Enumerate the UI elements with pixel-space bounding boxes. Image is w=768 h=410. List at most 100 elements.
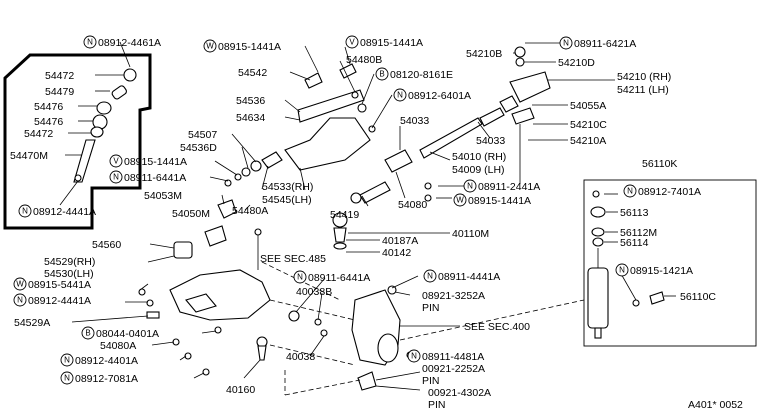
part-label: 54009 (LH)	[452, 164, 505, 176]
part-label: 56110C	[680, 291, 716, 303]
part-label: 08915-5441A	[28, 279, 91, 291]
part-label: 54533(RH)	[262, 181, 313, 193]
symbol-n: N	[467, 182, 473, 191]
symbol-n: N	[64, 374, 70, 383]
diagram-code: A401* 0052	[688, 399, 743, 410]
symbol-b: B	[85, 329, 90, 338]
symbol-n: N	[619, 266, 625, 275]
part-label: 54476	[34, 101, 63, 113]
inset-frame	[3, 53, 152, 230]
part-label: 54479	[45, 86, 74, 98]
part-label: 54210 (RH)	[617, 71, 671, 83]
part-label: 54419	[330, 209, 359, 221]
symbol-v: V	[113, 157, 119, 166]
part-label: 08911-6441A	[308, 272, 370, 284]
part-labels: 08912-4461A 54472 54479 54476 54476 5447…	[10, 37, 743, 410]
part-label: 08915-1421A	[630, 265, 693, 277]
part-label: 40038	[286, 351, 315, 363]
part-label: 54480B	[346, 54, 382, 66]
prefix-symbols: N N W V B N N V N N W N N W N B N N N N …	[13, 35, 637, 385]
ball-joint	[332, 212, 348, 250]
symbol-n: N	[563, 39, 569, 48]
tension-rod-assembly	[350, 46, 551, 204]
part-label: 54050M	[172, 208, 210, 220]
symbol-b: B	[379, 70, 384, 79]
symbol-n: N	[627, 187, 633, 196]
part-label: SEE SEC.400	[464, 321, 530, 333]
part-label: 08912-7401A	[638, 186, 701, 198]
shock-absorber	[587, 190, 665, 339]
part-label: 08120-8161E	[390, 69, 453, 81]
symbol-n: N	[113, 173, 119, 182]
part-label: 54470M	[10, 150, 48, 162]
part-label: 08915-1441A	[360, 37, 423, 49]
part-label: 08911-2441A	[478, 181, 540, 193]
part-label: 08912-4461A	[98, 37, 161, 49]
part-label: 54634	[236, 112, 265, 124]
bushing-stack	[73, 68, 137, 183]
symbol-n: N	[427, 272, 433, 281]
part-label: 56113	[620, 207, 649, 219]
part-label: 54536	[236, 95, 265, 107]
part-label: 54210D	[558, 57, 595, 69]
part-label: 00921-4302A	[428, 387, 491, 399]
part-label: 08912-6401A	[408, 90, 471, 102]
part-label: 54080	[398, 199, 427, 211]
part-label: 54529A	[14, 317, 50, 329]
part-label: 40038B	[296, 286, 332, 298]
part-label: 54472	[45, 70, 74, 82]
part-label: 54033	[400, 115, 429, 127]
symbol-n: N	[297, 273, 303, 282]
part-label: 08915-1441A	[218, 41, 281, 53]
part-label: 54010 (RH)	[452, 151, 506, 163]
part-label: PIN	[422, 302, 440, 314]
symbol-w: W	[456, 196, 464, 205]
part-label: 40110M	[452, 228, 489, 240]
part-label: 54210A	[570, 135, 606, 147]
part-label: 08911-6441A	[124, 172, 186, 184]
part-label: PIN	[428, 399, 446, 410]
part-label: 54529(RH)	[44, 256, 95, 268]
part-label: 08911-4481A	[422, 351, 484, 363]
part-label: 54530(LH)	[44, 268, 94, 280]
part-label: PIN	[422, 375, 440, 387]
part-label: 54033	[476, 135, 505, 147]
part-label: 40187A	[382, 235, 418, 247]
part-label: 54507	[188, 129, 217, 141]
part-label: 54480A	[232, 205, 268, 217]
part-label: 54542	[238, 67, 267, 79]
part-label: 40142	[382, 247, 411, 259]
leader-lines	[59, 41, 676, 391]
part-label: 08912-4401A	[75, 355, 138, 367]
part-label: 08912-4441A	[28, 295, 91, 307]
part-label: 54476	[34, 116, 63, 128]
part-label: 00921-2252A	[422, 363, 485, 375]
steering-knuckle	[256, 285, 414, 391]
symbol-n: N	[411, 352, 417, 361]
shock-absorber-frame	[583, 179, 757, 347]
part-label: 08911-6421A	[574, 38, 636, 50]
part-label: 54560	[92, 239, 121, 251]
part-label: 54472	[24, 128, 53, 140]
part-label: 08912-7081A	[75, 373, 138, 385]
part-label: 54080A	[100, 340, 136, 352]
symbol-n: N	[17, 296, 23, 305]
part-label: 56114	[620, 237, 649, 249]
symbol-n: N	[64, 356, 70, 365]
symbol-n: N	[397, 91, 403, 100]
lower-arm-assembly	[138, 225, 271, 376]
part-label: 08921-3252A	[422, 290, 485, 302]
part-label: 08911-4441A	[438, 271, 500, 283]
part-label: 54055A	[570, 100, 606, 112]
part-label: 54210C	[570, 119, 607, 131]
part-label: 56110K	[642, 158, 677, 170]
part-label: 40160	[226, 384, 255, 396]
part-label: 08044-0401A	[96, 328, 159, 340]
part-label: 54053M	[144, 190, 182, 202]
part-label: 54545(LH)	[262, 194, 312, 206]
part-label: 54536D	[180, 142, 217, 154]
symbol-w: W	[206, 42, 214, 51]
part-label: 54211 (LH)	[617, 84, 669, 96]
symbol-n: N	[22, 207, 28, 216]
